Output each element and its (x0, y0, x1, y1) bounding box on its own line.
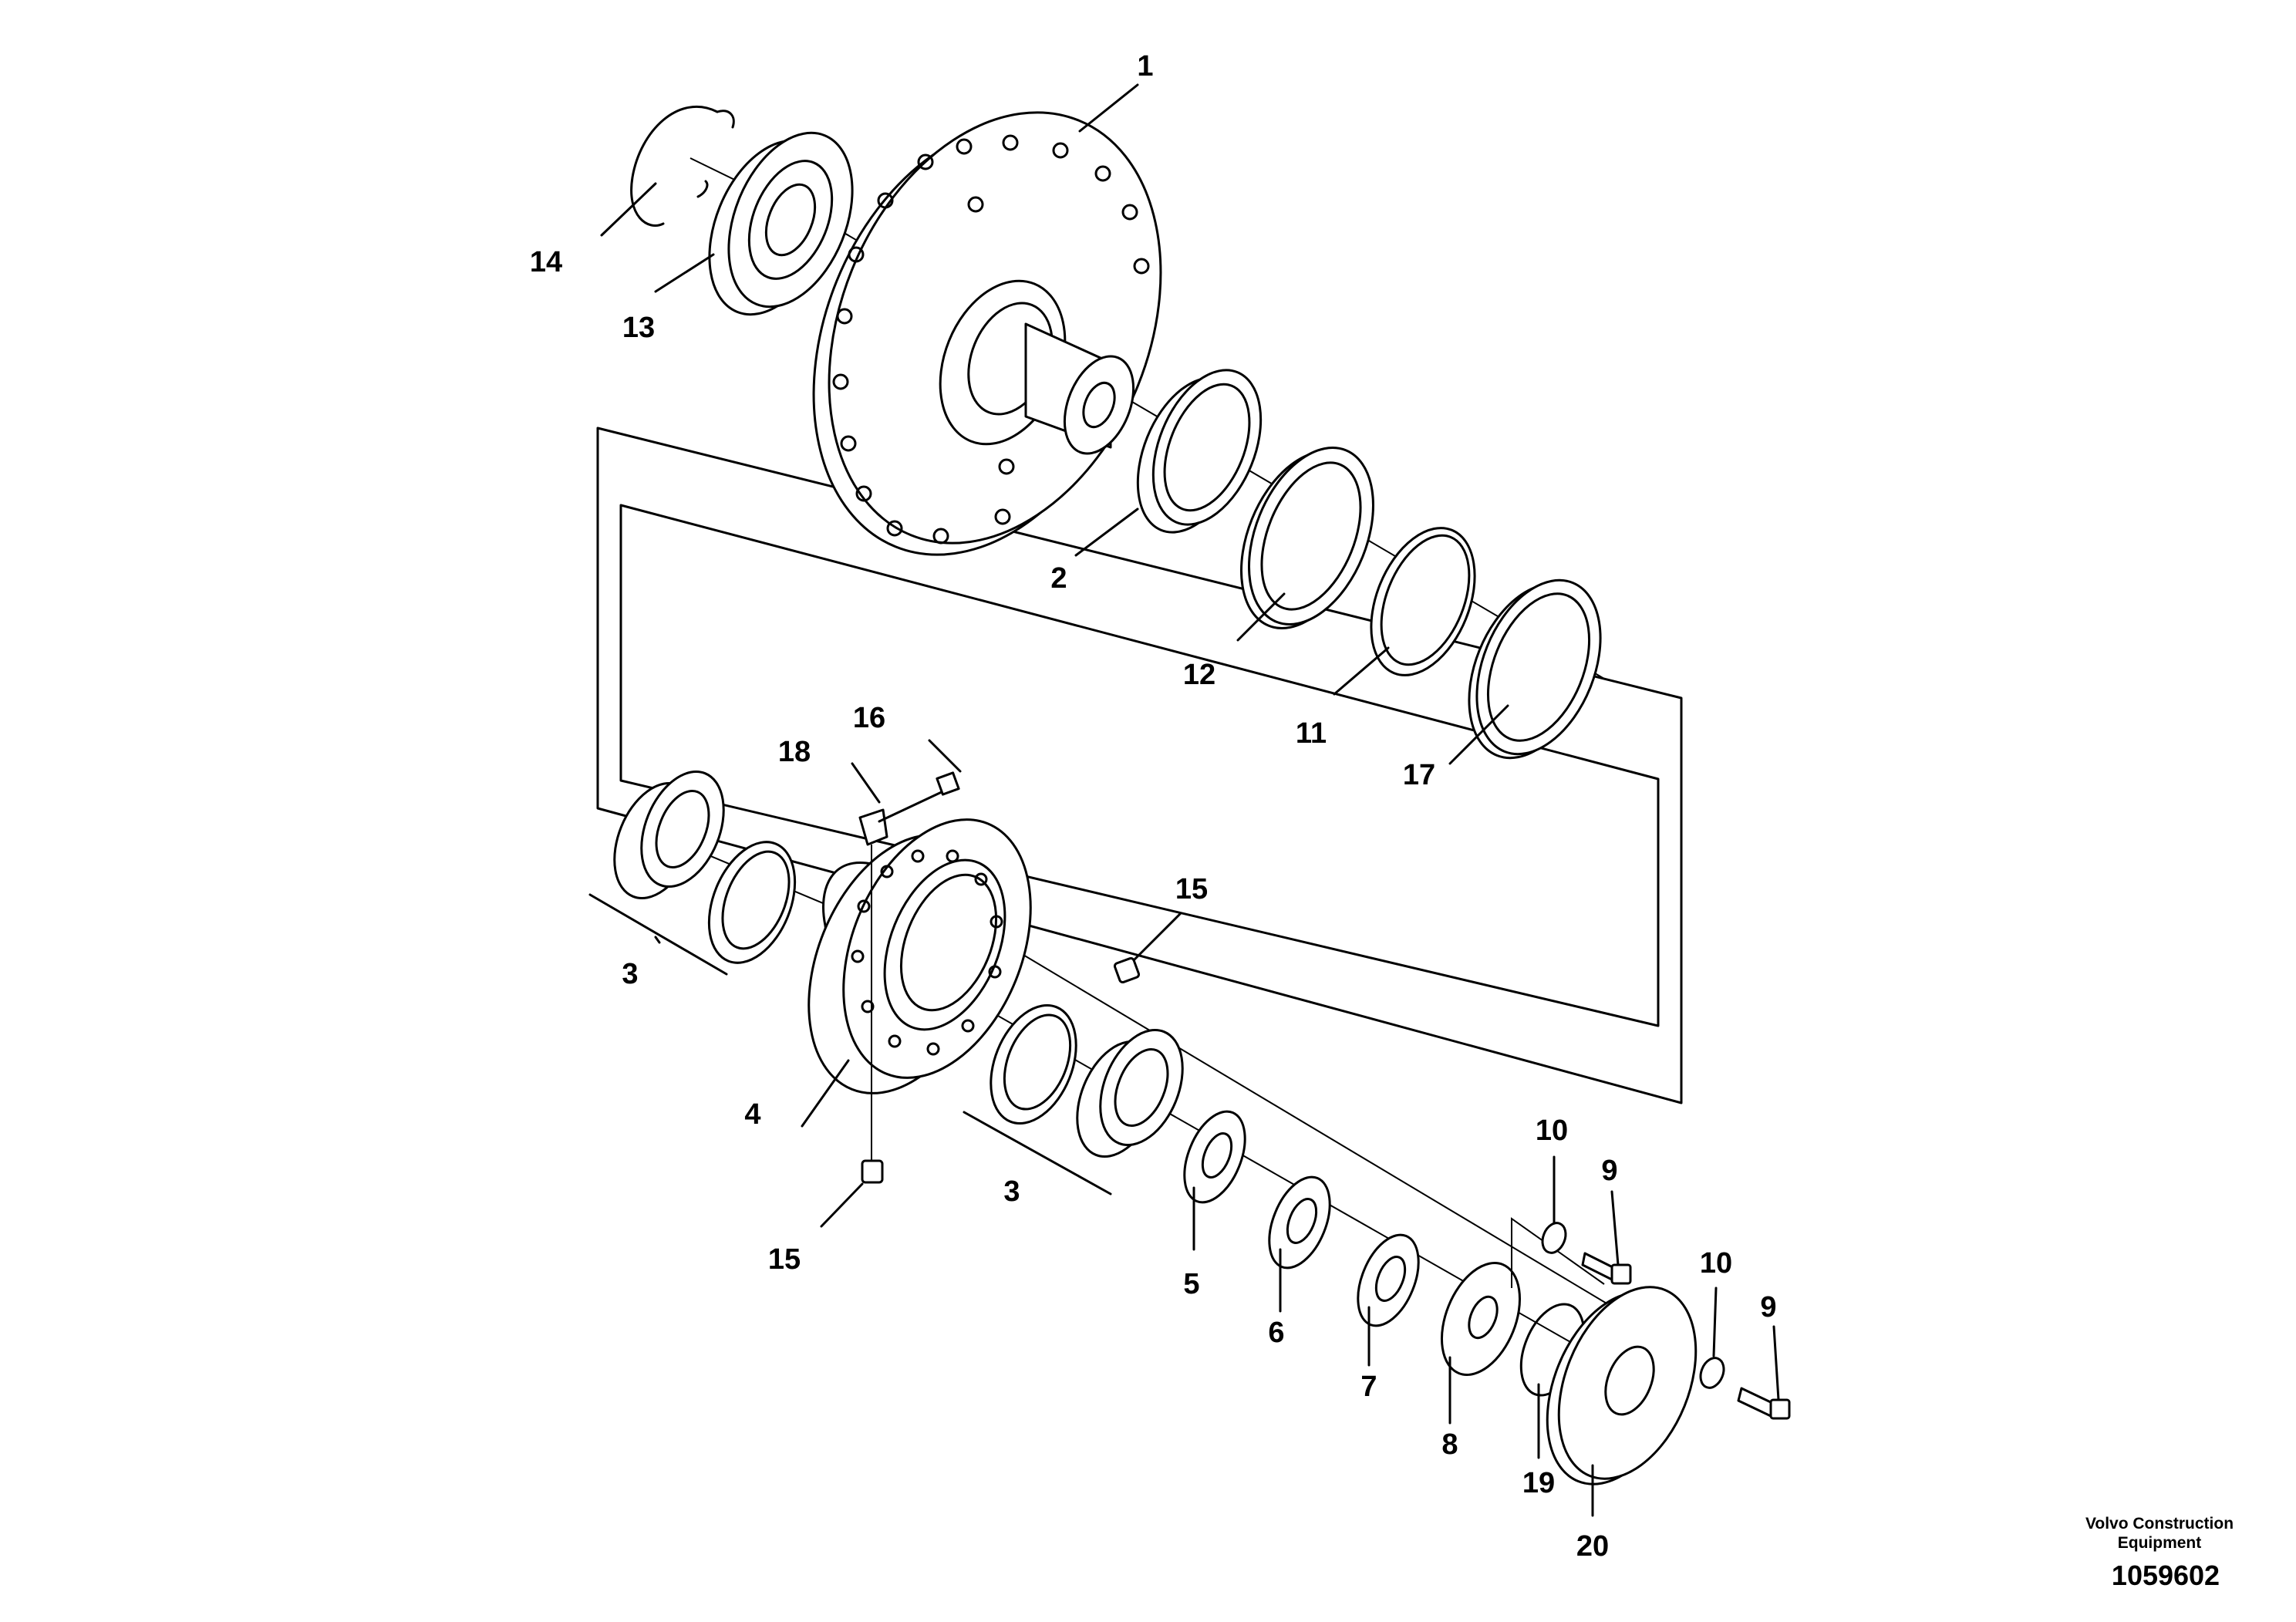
footer: Volvo Construction Equipment 1059602 (2085, 1515, 2234, 1591)
roller-bearing-part-13 (708, 131, 854, 316)
callout-labels: 1 2 3 3 4 5 6 7 8 9 9 10 10 11 12 13 14 … (530, 50, 1777, 1563)
callout-9-upper: 9 (1601, 1155, 1617, 1187)
callout-12: 12 (1183, 659, 1215, 691)
tapered-bearing-part-3-right (990, 1003, 1184, 1158)
shim-part-6 (1268, 1175, 1331, 1270)
tapered-bearing-part-3-left (613, 770, 797, 964)
callout-11: 11 (1296, 717, 1327, 750)
callout-4: 4 (744, 1098, 760, 1131)
leader-lines (588, 83, 1780, 1517)
callout-15-lower: 15 (768, 1243, 801, 1276)
ring-part-11 (1370, 527, 1476, 676)
seal-part-12 (1240, 447, 1374, 629)
callout-6: 6 (1268, 1317, 1284, 1349)
bearing-cup-part-2 (1136, 369, 1263, 534)
wheel-hub-part-4 (807, 818, 1032, 1094)
cover-part-20 (1546, 1286, 1698, 1485)
bolt-holes (832, 134, 1150, 545)
callout-1: 1 (1137, 50, 1153, 83)
callout-3-right: 3 (1003, 1175, 1020, 1208)
callout-7: 7 (1360, 1371, 1377, 1403)
bolt-washer-lower (1699, 1357, 1791, 1420)
hub-carrier-part-1 (812, 111, 1162, 556)
callout-3-left: 3 (622, 958, 638, 990)
callout-18: 18 (778, 736, 811, 768)
callout-10-lower: 10 (1700, 1247, 1732, 1280)
callout-5: 5 (1183, 1268, 1199, 1300)
callout-15-upper: 15 (1175, 873, 1208, 905)
callout-16: 16 (853, 702, 885, 734)
brand-line-2: Equipment (2118, 1534, 2202, 1552)
fittings (858, 771, 1141, 1184)
callout-13: 13 (622, 312, 655, 344)
shim-part-7 (1357, 1233, 1420, 1327)
callout-9-lower: 9 (1760, 1291, 1776, 1324)
shim-part-5 (1183, 1110, 1246, 1204)
callout-17: 17 (1403, 759, 1435, 791)
callout-8: 8 (1441, 1428, 1458, 1461)
callout-2: 2 (1050, 562, 1067, 595)
snap-ring-part-14 (630, 106, 735, 227)
callout-20: 20 (1576, 1530, 1609, 1563)
plate-part-8 (1440, 1217, 1605, 1376)
callout-10-upper: 10 (1536, 1114, 1568, 1147)
assembly-frame (596, 427, 1683, 1104)
bolt-washer-upper (1541, 1222, 1632, 1285)
document-number: 1059602 (2112, 1560, 2220, 1591)
brand-line-1: Volvo Construction (2085, 1515, 2234, 1533)
callout-19: 19 (1522, 1467, 1555, 1499)
callout-14: 14 (530, 246, 562, 278)
